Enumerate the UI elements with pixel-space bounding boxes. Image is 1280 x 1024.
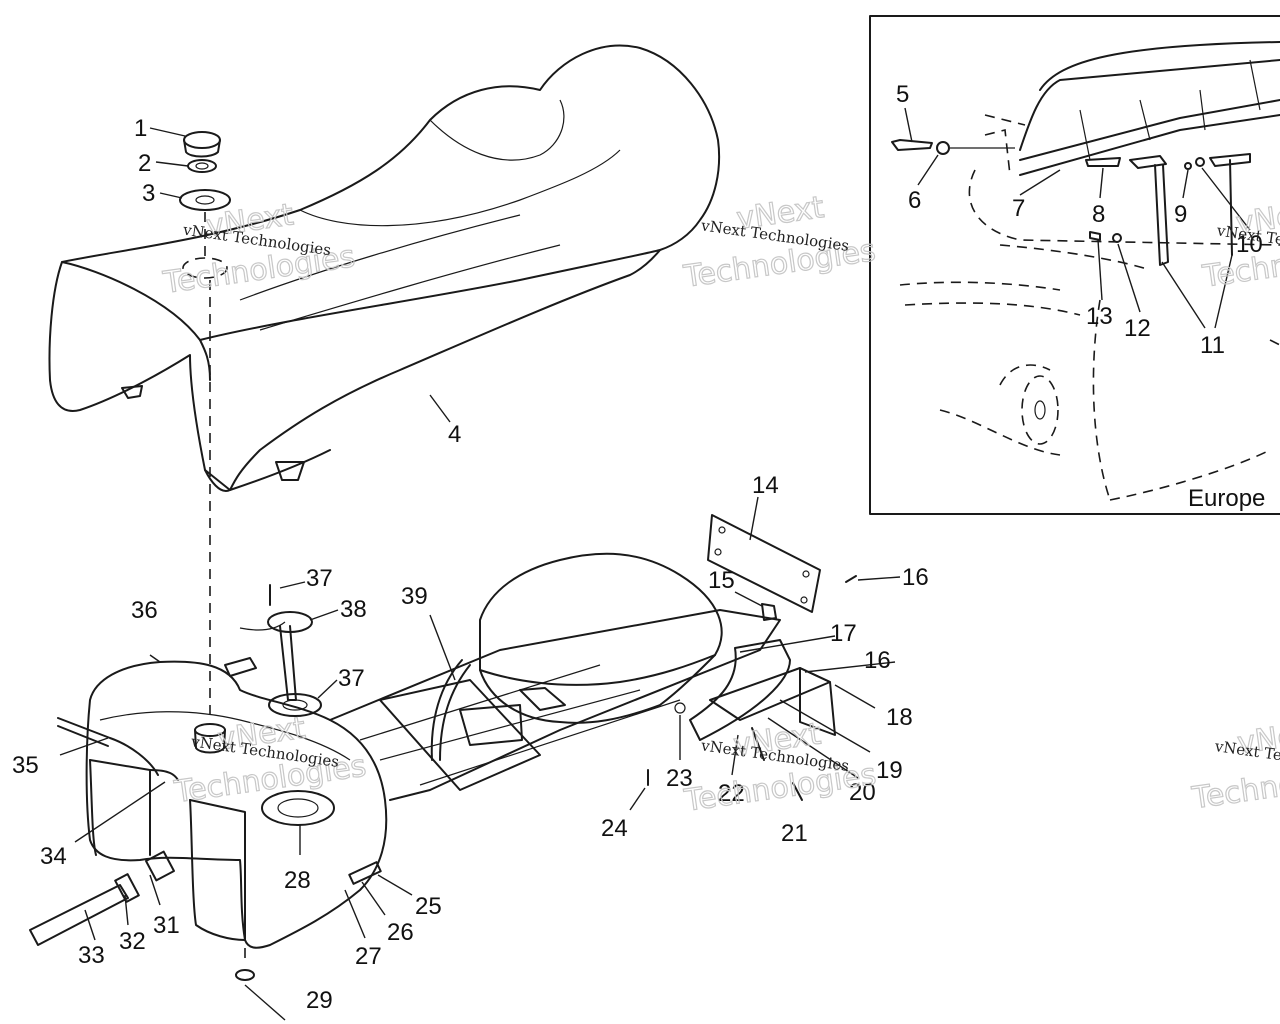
label-22: 22 <box>718 780 745 807</box>
label-37a: 37 <box>306 565 333 592</box>
label-19: 19 <box>876 757 903 784</box>
europe-inset <box>869 15 1280 515</box>
label-16b: 16 <box>864 647 891 674</box>
label-31: 31 <box>153 912 180 939</box>
label-11: 11 <box>1200 332 1225 359</box>
label-14: 14 <box>752 472 779 499</box>
label-15: 15 <box>708 567 735 594</box>
label-23: 23 <box>666 765 693 792</box>
label-38: 38 <box>340 596 367 623</box>
label-6: 6 <box>908 187 921 214</box>
label-1: 1 <box>134 115 147 142</box>
label-13: 13 <box>1086 303 1113 330</box>
part-labels: 1 2 3 4 5 6 7 8 9 10 11 12 13 14 15 16 1… <box>12 81 1265 1014</box>
watermarks: vNext Technologies vNext Technologies vN… <box>160 189 1280 819</box>
label-24: 24 <box>601 815 628 842</box>
fuel-tank <box>29 660 388 1021</box>
label-33: 33 <box>78 942 105 969</box>
fuel-gauge-parts <box>224 584 322 717</box>
label-26: 26 <box>387 919 414 946</box>
frame-and-rear-seat <box>329 552 781 801</box>
label-32: 32 <box>119 928 146 955</box>
label-34: 34 <box>40 843 67 870</box>
label-4: 4 <box>448 421 461 448</box>
label-21: 21 <box>781 820 808 847</box>
label-7: 7 <box>1012 195 1025 222</box>
label-20: 20 <box>849 779 876 806</box>
label-28: 28 <box>284 867 311 894</box>
inset-region-label: Europe <box>1188 485 1265 512</box>
label-29: 29 <box>306 987 333 1014</box>
label-8: 8 <box>1092 201 1105 228</box>
label-5: 5 <box>896 81 909 108</box>
label-3: 3 <box>142 180 155 207</box>
label-37b: 37 <box>338 665 365 692</box>
label-25: 25 <box>415 893 442 920</box>
seat-assembly <box>48 44 721 492</box>
label-39: 39 <box>401 583 428 610</box>
license-bracket-parts <box>647 514 857 801</box>
label-2: 2 <box>138 150 151 177</box>
label-10: 10 <box>1236 231 1263 258</box>
label-9: 9 <box>1174 201 1187 228</box>
gas-cap-parts <box>179 131 231 720</box>
label-36: 36 <box>131 597 158 624</box>
label-35: 35 <box>12 752 39 779</box>
label-12: 12 <box>1124 315 1151 342</box>
label-16a: 16 <box>902 564 929 591</box>
label-18: 18 <box>886 704 913 731</box>
watermark-brand-bottom: Technologies <box>1189 755 1280 817</box>
label-17: 17 <box>830 620 857 647</box>
leader-lines <box>59 107 1251 941</box>
label-27: 27 <box>355 943 382 970</box>
